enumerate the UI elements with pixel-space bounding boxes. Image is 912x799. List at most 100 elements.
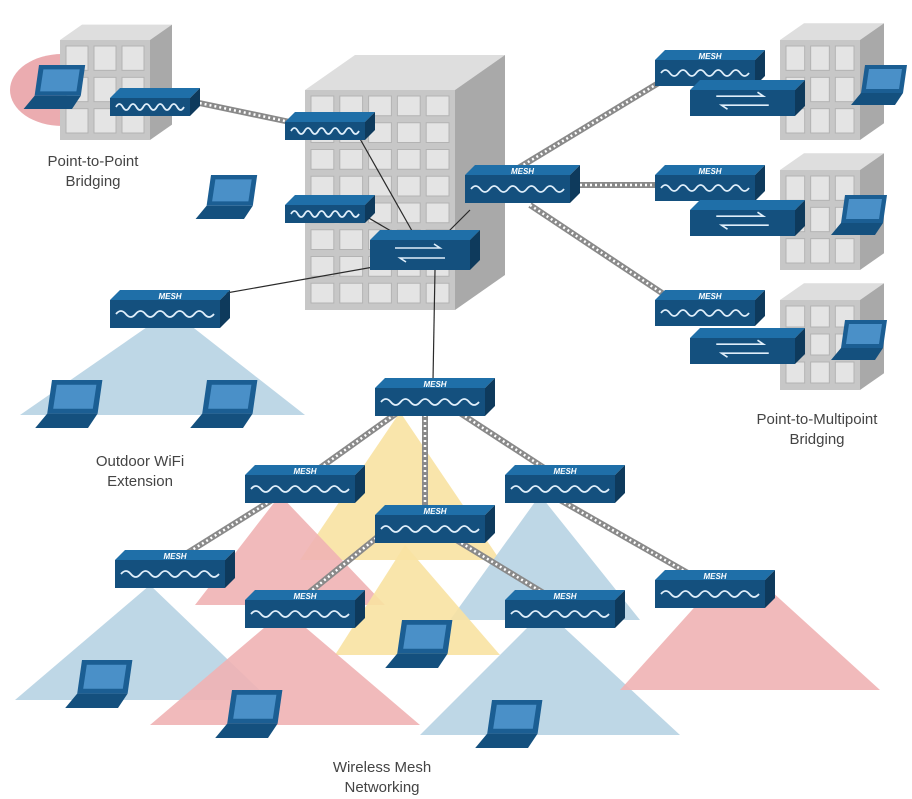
remote-switch [690,80,805,116]
coverage-area [450,495,640,620]
laptop-icon [215,690,283,738]
building-window [425,149,450,170]
laptop-icon [195,175,258,219]
building-window [785,45,806,71]
building-window [810,108,830,134]
laptop-icon [23,65,86,109]
caption-wireless-mesh-networking: Wireless Mesh Networking [292,758,472,798]
building-window [368,282,392,304]
mesh-access-point: MESH [655,570,775,608]
caption-line: Outdoor WiFi [95,453,185,470]
mesh-access-point: MESH [375,505,495,543]
mesh-label: MESH [423,507,446,516]
switch-arrows-icon [716,91,769,110]
laptop-icon [831,320,887,360]
backhaul-link-pattern [514,68,681,172]
wave-signal-icon [470,185,565,193]
mesh-access-point: MESH [115,550,235,588]
building-window [834,238,855,264]
wave-signal-icon [380,398,480,406]
building-window [396,202,421,224]
mesh-label: MESH [293,592,316,601]
building-window [310,149,335,170]
coverage-area [620,590,880,690]
building-window [396,149,421,170]
building-window [310,229,335,250]
laptop-icon [851,65,907,105]
wave-signal-icon [380,525,480,533]
wave-signal-icon [510,485,610,493]
wave-signal-icon [660,184,750,192]
remote-switch [690,200,805,236]
backhaul-link-pattern [159,493,281,572]
mesh-label: MESH [553,592,576,601]
mesh-label: MESH [293,467,316,476]
building-window [785,361,806,384]
coverage-area [335,545,500,655]
wave-signal-icon [510,610,610,618]
building-window [810,206,830,233]
backhaul-link-pattern [559,498,701,582]
building-window [425,202,450,224]
wave-signal-icon [120,570,220,578]
building-window [834,76,855,103]
building-window [310,175,335,197]
wave-signal-icon [290,210,360,218]
wave-signal-icon [290,127,360,135]
mesh-access-point: MESH [375,378,495,416]
building-window [65,108,89,134]
building-window [396,95,421,117]
laptop-icon [385,620,453,668]
building-window [368,175,392,197]
caption-line: Bridging [65,173,121,190]
mesh-label: MESH [158,292,181,301]
wave-signal-icon [660,590,760,598]
building-window [121,45,145,71]
building-window [425,175,450,197]
mesh-label: MESH [423,380,446,389]
building-window [834,45,855,71]
mesh-label: MESH [511,167,534,176]
building-window [425,95,450,117]
building-window [834,361,855,384]
central-switch [370,230,480,270]
building-window [310,282,335,304]
laptop-icon [190,380,258,428]
mesh-access-point: MESH [505,590,625,628]
building-window [810,76,830,103]
building-window [810,333,830,356]
wave-signal-icon [250,610,350,618]
building-window [339,149,364,170]
wave-signal-icon [115,103,185,111]
wave-signal-icon [250,485,350,493]
caption-outdoor-wifi-extension: Outdoor WiFi Extension [50,452,230,492]
mesh-label: MESH [698,167,721,176]
building-window [339,229,364,250]
remote-switch [690,328,805,364]
building-window [425,122,450,143]
caption-line: Point-to-Point [47,153,139,170]
building-window [425,282,450,304]
caption-point-to-point-bridging: Point-to-Point Bridging [8,152,178,192]
mesh-label: MESH [553,467,576,476]
wired-link [354,129,421,246]
backhaul-link-pattern [299,534,381,601]
building-window [93,45,117,71]
mesh-label: MESH [703,572,726,581]
backhaul-link-pattern [529,203,681,307]
building-window [834,108,855,134]
mesh-access-point: MESH [655,165,765,201]
building-window [810,361,830,384]
caption-line: Extension [107,473,173,490]
mesh-access-point: MESH [465,165,580,203]
wave-signal-icon [660,309,750,317]
mesh-label: MESH [698,52,721,61]
mesh-access-point: MESH [505,465,625,503]
wave-signal-icon [660,69,750,77]
building-window [368,95,392,117]
caption-line: Point-to-Multipoint [756,411,878,428]
wired-link [432,269,436,381]
bridge-access-point [285,112,375,140]
laptop-icon [35,380,103,428]
